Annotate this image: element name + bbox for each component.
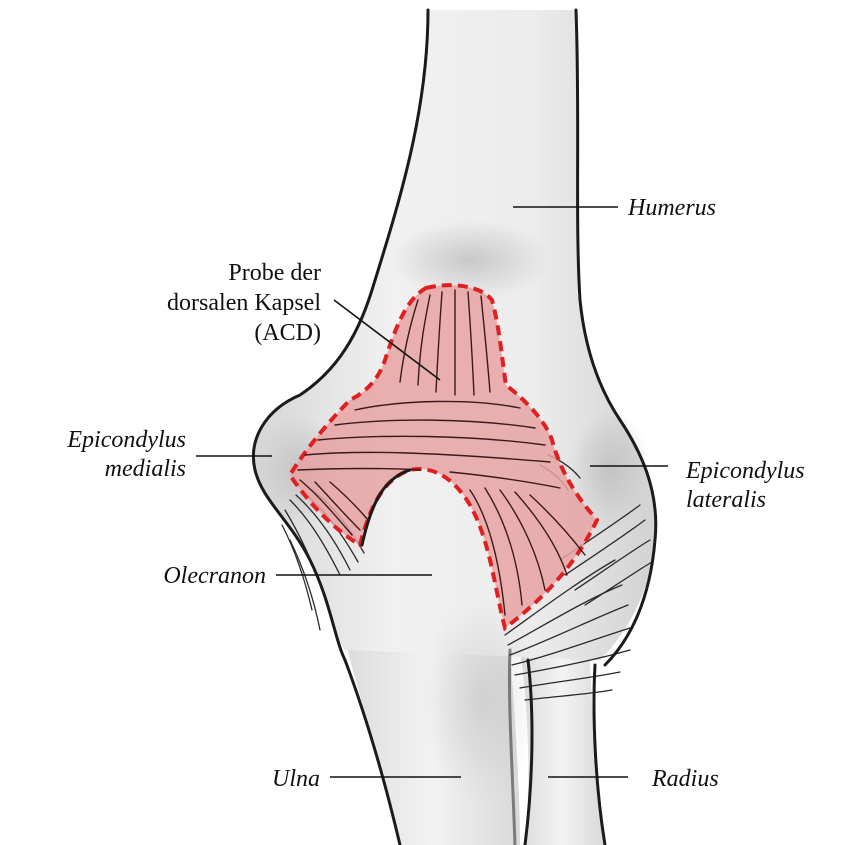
label-ulna: Ulna: [272, 766, 320, 792]
label-probe-line1: Probe der: [228, 260, 321, 286]
label-humerus: Humerus: [627, 195, 716, 221]
label-epicondylus-medialis-line2: medialis: [105, 456, 186, 482]
label-epicondylus-lateralis-line1: Epicondylus: [685, 458, 805, 484]
label-epicondylus-medialis-line1: Epicondylus: [66, 427, 186, 453]
label-olecranon: Olecranon: [163, 563, 266, 589]
label-probe-line3: (ACD): [254, 320, 321, 346]
label-epicondylus-lateralis-line2: lateralis: [686, 487, 766, 513]
label-probe-line2: dorsalen Kapsel: [167, 290, 321, 316]
label-radius: Radius: [651, 766, 719, 792]
